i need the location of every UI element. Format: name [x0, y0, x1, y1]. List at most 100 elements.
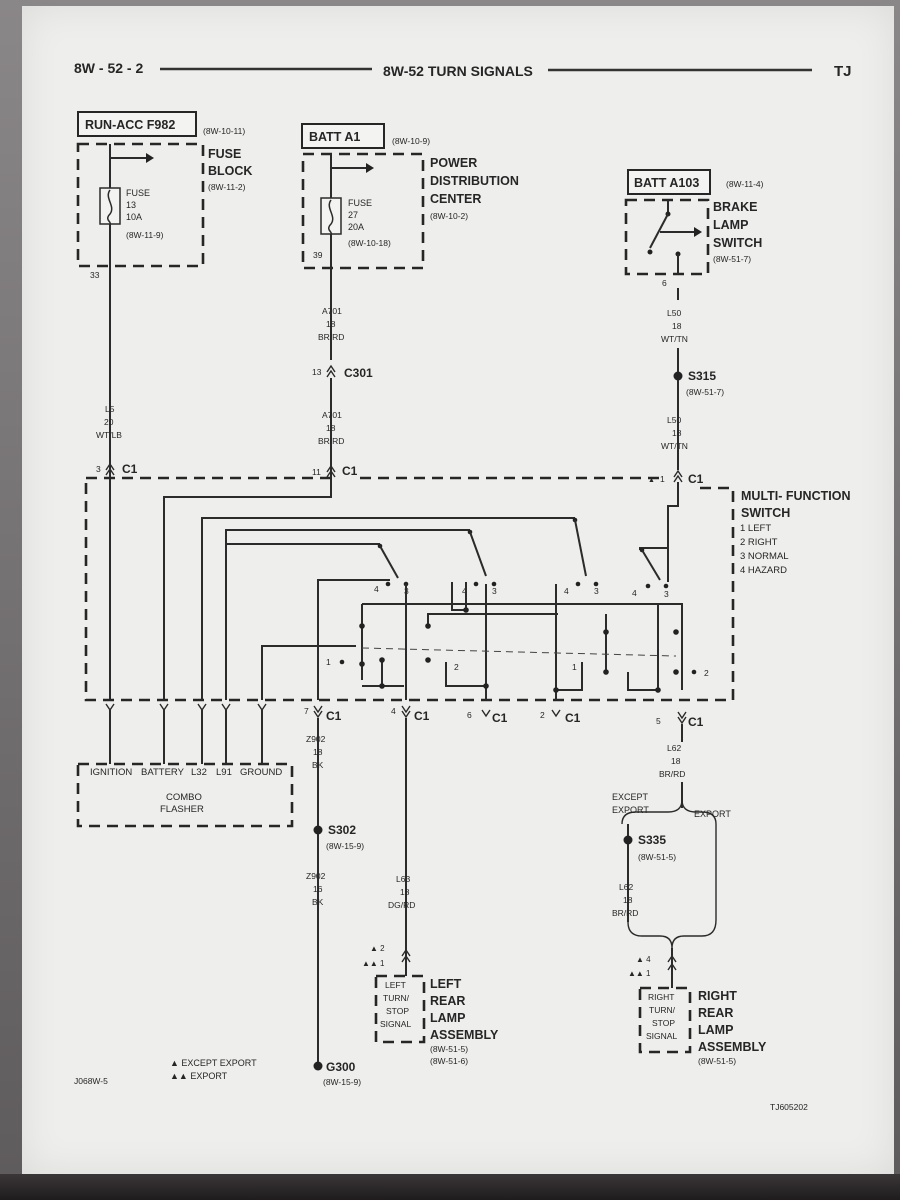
mfs-position-3: 3 NORMAL [740, 551, 789, 562]
l5-gauge: 20 [104, 417, 114, 427]
z902-bottom-color: BK [312, 897, 324, 907]
bus-arrow-icon [146, 153, 154, 163]
lever1-contact-4 [385, 581, 391, 587]
left-lamp-connector-icon [401, 948, 411, 963]
z902-top-code: Z902 [306, 734, 326, 744]
left-lamp-pin-1: ▲▲ 1 [362, 959, 385, 968]
left-rear-lamp-circuit: L63 18 DG/RD ▲ 2 ▲▲ 1 LEFT TURN/ STOP SI… [362, 718, 499, 1066]
c1-left-pin: 3 [96, 464, 101, 474]
lever2-arm [469, 531, 487, 577]
legend-footer: ▲ EXCEPT EXPORT ▲▲ EXPORT J068W-5 TJ6052… [74, 1058, 808, 1112]
left-lamp-outline [374, 974, 426, 1044]
c1-7-connector-icon [313, 705, 323, 719]
c1-bottom-connectors: 7 C1 4 C1 6 C1 2 C1 5 C1 [105, 703, 704, 729]
combo-flasher-name-2: FLASHER [160, 804, 204, 815]
contact-bar-c [427, 613, 558, 626]
junction-2 [359, 661, 365, 667]
l62-bottom-color: BR/RD [612, 908, 638, 918]
fuse13-ref: (8W-11-9) [126, 230, 164, 240]
c1-4-connector-icon [401, 705, 411, 719]
l50-internal-wire [667, 482, 679, 582]
model-code: TJ [834, 63, 852, 80]
l62-bottom-code: L62 [619, 882, 633, 892]
terminal-ground: GROUND [240, 767, 282, 778]
mfs-name-1: MULTI- FUNCTION [741, 489, 850, 503]
l50-bottom-code: L50 [667, 415, 681, 425]
run-acc-label: RUN-ACC F982 [85, 118, 175, 132]
s335-label: S335 [638, 833, 666, 847]
lever4-label-3: 3 [664, 589, 669, 599]
c1-right-mark: ▲ [648, 477, 655, 484]
c1-right-label: C1 [688, 472, 704, 486]
junction-9 [553, 687, 559, 693]
manual-page [22, 6, 894, 1174]
brake-switch-ref: (8W-51-7) [713, 254, 751, 264]
junction-14 [673, 669, 679, 675]
a701-top-gauge: 18 [326, 319, 336, 329]
c301-pin: 13 [312, 367, 322, 377]
g300-ground-icon [313, 1061, 323, 1071]
c1-left-connector-icon [105, 462, 115, 476]
l63-gauge: 18 [400, 887, 410, 897]
right-lamp-connector-icon [667, 954, 677, 971]
fuse13-body-icon [99, 187, 121, 225]
combo-flasher-name-1: COMBO [166, 792, 202, 803]
lever1-label-4: 4 [374, 584, 379, 594]
c1-2-pin: 2 [540, 710, 545, 720]
mfs-outline [84, 476, 735, 702]
c1-5-pin: 5 [656, 716, 661, 726]
battery-bus-wire [163, 490, 332, 700]
c1-5-label: C1 [688, 715, 704, 729]
z902-bottom-gauge: 16 [313, 884, 323, 894]
terminal-battery: BATTERY [141, 767, 185, 778]
pdc-group: BATT A1 (8W-10-9) POWER DISTRIBUTION CEN… [301, 123, 519, 360]
legend-export: ▲▲ EXPORT [170, 1071, 228, 1081]
except-export-2: EXPORT [612, 805, 649, 815]
s302-label: S302 [328, 823, 356, 837]
lever4-contact-4 [645, 583, 651, 589]
left-lamp-inner-2: TURN/ [383, 993, 410, 1003]
right-lamp-pin-4: ▲ 4 [636, 955, 651, 964]
pos2-label-right: 2 [704, 668, 709, 678]
right-lamp-inner-2: TURN/ [649, 1005, 676, 1015]
s335-splice-icon [623, 835, 633, 845]
lever2-contact-3 [491, 581, 497, 587]
combo-flasher-outline [76, 762, 294, 828]
pdc-name-3: CENTER [430, 192, 481, 206]
right-lamp-inner-4: SIGNAL [646, 1031, 677, 1041]
brake-switch-contact-left [647, 249, 653, 255]
terminal-l32: L32 [191, 767, 207, 778]
l50-bottom-color: WT/TN [661, 441, 688, 451]
mfs-name-2: SWITCH [741, 506, 790, 520]
a701-bottom-code: A701 [322, 410, 342, 420]
ground-bus-wire [261, 645, 356, 700]
lever2-label-3: 3 [492, 586, 497, 596]
right-lamp-name-1: RIGHT [698, 989, 737, 1003]
s315-label: S315 [688, 369, 716, 383]
left-lamp-name-2: REAR [430, 994, 465, 1008]
z902-internal-wire [317, 579, 390, 700]
right-rear-lamp-circuit: L62 18 BR/RD EXCEPT EXPORT EXPORT S335 (… [612, 724, 767, 1066]
lever2-label-4: 4 [462, 586, 467, 596]
batt-a1-ref: (8W-10-9) [392, 136, 430, 146]
l50-top-color: WT/TN [661, 334, 688, 344]
fuse27-amp: 20A [348, 222, 364, 232]
batt-a103-ref: (8W-11-4) [726, 179, 764, 189]
right-lamp-ref: (8W-51-5) [698, 1056, 736, 1066]
lever3-label-3: 3 [594, 586, 599, 596]
footer-right-code: TJ605202 [770, 1102, 808, 1112]
mfs-position-1: 1 LEFT [740, 523, 771, 534]
junction-8 [483, 683, 489, 689]
left-lamp-inner-3: STOP [386, 1006, 409, 1016]
l62-top-color: BR/RD [659, 769, 685, 779]
ground-circuit: Z902 18 BK S302 (8W-15-9) Z902 16 BK G30… [306, 718, 364, 1087]
c1-4-label: C1 [414, 709, 430, 723]
a701-bottom-gauge: 18 [326, 423, 336, 433]
export-merge-bracket [627, 919, 717, 949]
l63-code: L63 [396, 874, 410, 884]
right-lamp-name-3: LAMP [698, 1023, 733, 1037]
right-lamp-inner-3: STOP [652, 1018, 675, 1028]
c1-6-label: C1 [492, 711, 508, 725]
fuse13-pin: 33 [90, 270, 100, 280]
